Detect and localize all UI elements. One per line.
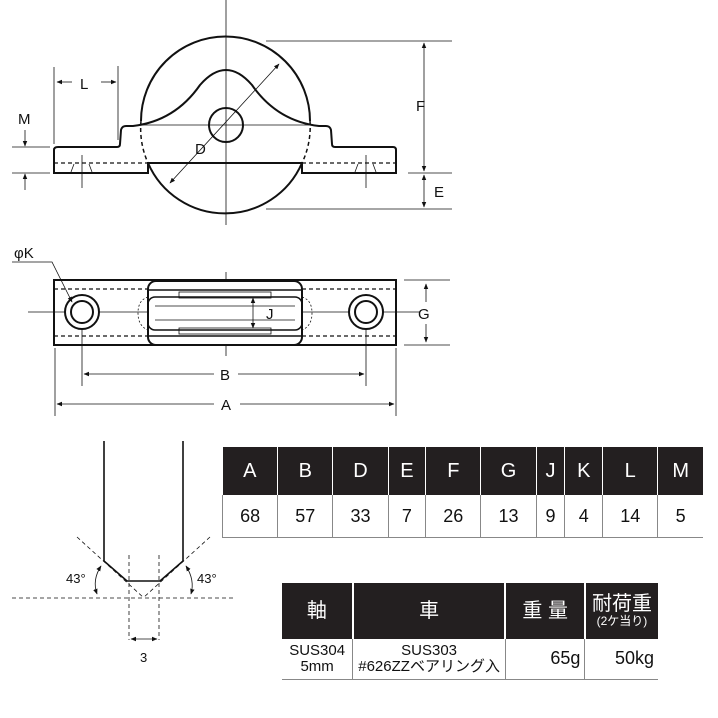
spec-header-row: 軸 車 重 量 耐荷重(2ケ当り)	[282, 583, 658, 639]
dimension-header-row: A B D E F G J K L M	[222, 447, 703, 495]
label-F: F	[416, 98, 425, 115]
header-cell: A	[222, 447, 278, 495]
value-cell: 13	[480, 495, 537, 538]
weight-cell: 65g	[504, 639, 585, 680]
top-view	[12, 261, 450, 416]
header-cell: F	[425, 447, 481, 495]
dimension-table: A B D E F G J K L M 68 57 33 7 26 13 9 4…	[221, 447, 703, 538]
value-cell: 5	[657, 495, 703, 538]
value-cell: 9	[535, 495, 565, 538]
header-cell: G	[480, 447, 537, 495]
header-load-label: 耐荷重	[591, 593, 652, 616]
header-shaft: 軸	[282, 583, 353, 639]
groove-detail	[12, 441, 235, 642]
label-angle-left: 43°	[66, 571, 86, 586]
value-cell: 14	[602, 495, 658, 538]
header-load-note: (2ケ当り)	[596, 614, 648, 629]
header-wheel: 車	[351, 583, 506, 639]
header-cell: K	[564, 447, 603, 495]
header-load: 耐荷重(2ケ当り)	[583, 583, 658, 639]
header-cell: J	[535, 447, 565, 495]
header-cell: E	[387, 447, 426, 495]
wheel-bearing: #626ZZベアリング入	[358, 658, 500, 675]
shaft-material: SUS304	[289, 641, 346, 659]
header-cell: M	[657, 447, 703, 495]
header-cell: D	[332, 447, 389, 495]
value-cell: 57	[277, 495, 333, 538]
value-cell: 7	[387, 495, 426, 538]
label-phi-K: φK	[14, 245, 34, 262]
load-cell: 50kg	[584, 639, 658, 680]
label-A: A	[221, 397, 231, 414]
value-cell: 26	[425, 495, 481, 538]
label-D: D	[195, 141, 206, 158]
label-M: M	[18, 111, 31, 128]
shaft-size: 5mm	[300, 658, 334, 675]
label-groove-width: 3	[140, 650, 147, 665]
label-L: L	[80, 76, 88, 93]
front-view	[12, 0, 452, 225]
label-J: J	[266, 306, 274, 323]
label-E: E	[434, 184, 444, 201]
label-G: G	[418, 306, 430, 323]
header-cell: L	[602, 447, 658, 495]
dimension-value-row: 68 57 33 7 26 13 9 4 14 5	[221, 495, 703, 538]
value-cell: 4	[564, 495, 603, 538]
value-cell: 68	[221, 495, 278, 538]
label-B: B	[220, 367, 230, 384]
label-angle-right: 43°	[197, 571, 217, 586]
value-cell: 33	[332, 495, 389, 538]
header-weight: 重 量	[504, 583, 585, 639]
header-cell: B	[277, 447, 333, 495]
wheel-material: SUS303	[401, 641, 458, 659]
wheel-cell: SUS303#626ZZベアリング入	[352, 639, 506, 680]
